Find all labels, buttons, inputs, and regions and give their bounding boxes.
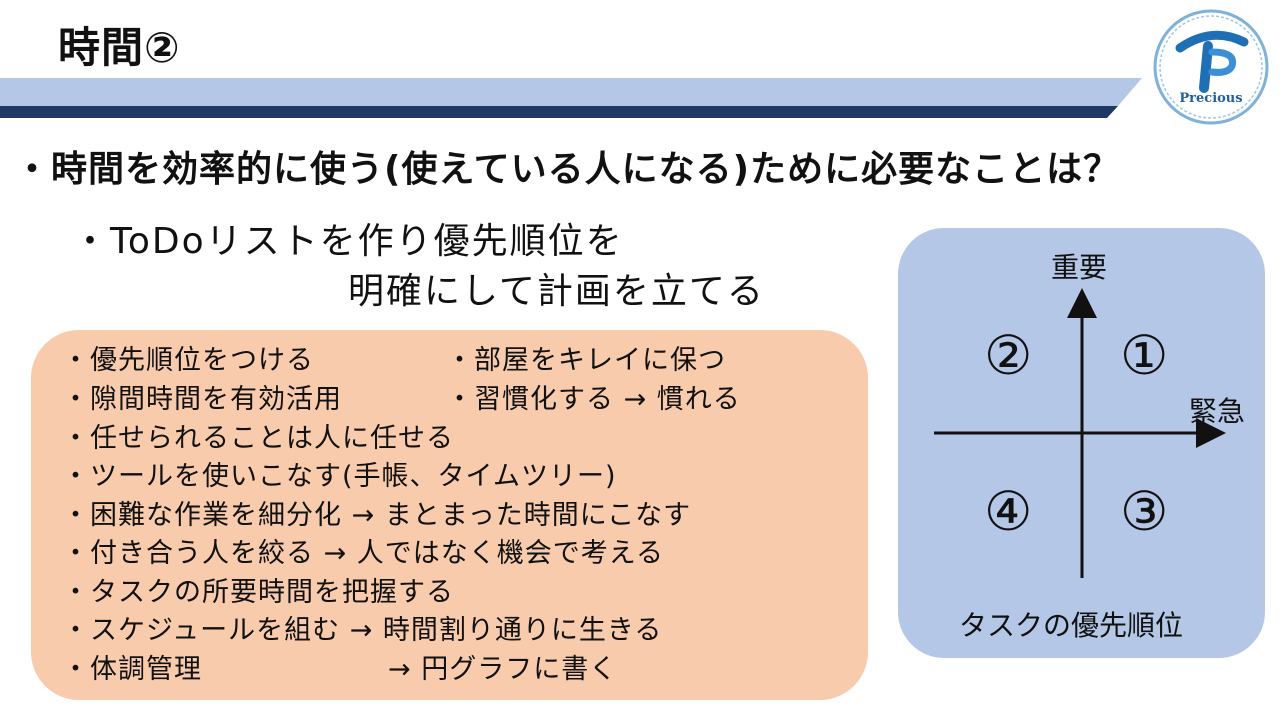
quadrant-2: ② bbox=[984, 324, 1033, 387]
tip-item: ・タスクの所要時間を把握する bbox=[62, 577, 454, 608]
quadrant-3: ③ bbox=[1120, 480, 1169, 543]
axis-label-urgency: 緊急 bbox=[1189, 395, 1246, 428]
tip-item: ・習慣化する → 慣れる bbox=[446, 384, 741, 415]
slide-title: 時間② bbox=[58, 23, 181, 72]
tip-item: ・部屋をキレイに保つ bbox=[446, 345, 726, 376]
tip-item: ・任せられることは人に任せる bbox=[62, 423, 454, 454]
axis-label-importance: 重要 bbox=[1051, 251, 1108, 284]
tip-item: ・スケジュールを組む → 時間割り通りに生きる bbox=[62, 615, 663, 646]
matrix-caption: タスクの優先順位 bbox=[959, 609, 1184, 642]
tip-item: ・隙間時間を有効活用 bbox=[62, 384, 342, 415]
quadrant-1: ① bbox=[1120, 324, 1169, 387]
logo-text: Precious bbox=[1179, 91, 1242, 106]
quadrant-4: ④ bbox=[984, 480, 1033, 543]
main-question: ・時間を効率的に使う(使えている人になる)ために必要なことは？ bbox=[14, 149, 1121, 190]
matrix-axes bbox=[934, 288, 1226, 578]
header-band bbox=[0, 78, 1142, 118]
tips-panel bbox=[31, 330, 868, 700]
priority-matrix: 重要 緊急 ② ① ④ ③ タスクの優先順位 bbox=[898, 228, 1265, 658]
tip-item: ・優先順位をつける bbox=[62, 345, 314, 376]
tip-item: ・体調管理 bbox=[62, 654, 202, 685]
precious-logo-icon: Precious bbox=[1153, 9, 1269, 125]
tip-item-suffix: → 円グラフに書く bbox=[388, 654, 618, 685]
tip-item: ・困難な作業を細分化 → まとまった時間にこなす bbox=[62, 500, 692, 531]
tip-item: ・付き合う人を絞る → 人ではなく機会で考える bbox=[62, 538, 664, 569]
answer-line-1: ・ToDoリストを作り優先順位を bbox=[72, 221, 624, 262]
tip-item: ・ツールを使いこなす(手帳、タイムツリー) bbox=[62, 461, 617, 492]
answer-line-2: 明確にして計画を立てる bbox=[348, 271, 765, 312]
